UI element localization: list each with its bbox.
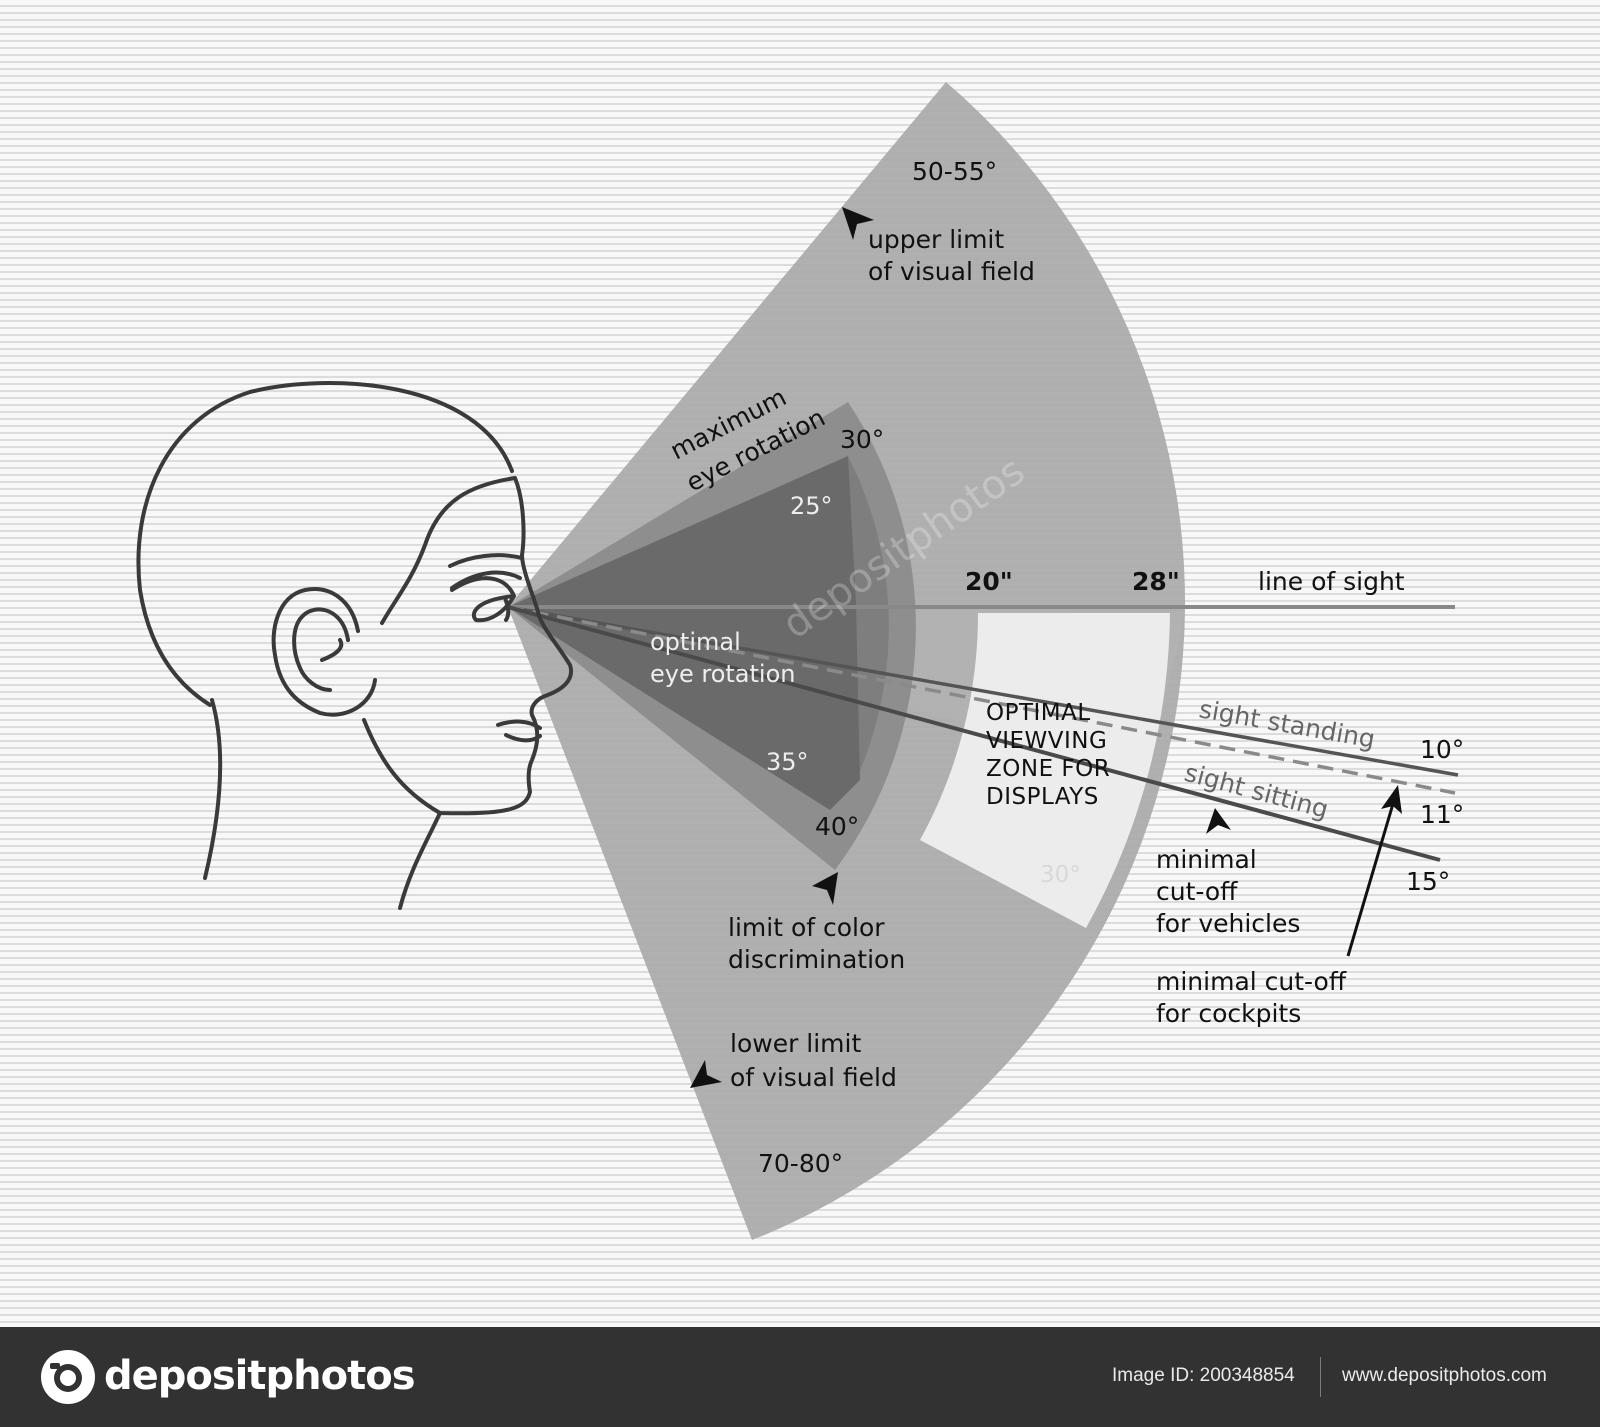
deg-11-label: 11° [1420, 800, 1464, 829]
vehicles-label-1: minimal [1156, 845, 1257, 874]
color-limit-label-2: discrimination [728, 945, 905, 974]
deg-25-label: 25° [790, 492, 833, 520]
line-of-sight-label: line of sight [1258, 567, 1405, 596]
mouth-icon [496, 719, 542, 743]
display-zone-label-4: DISPLAYS [986, 784, 1099, 810]
sight-sitting-line [507, 605, 1441, 862]
brand-name[interactable]: depositphotos [104, 1353, 416, 1399]
eye-icon [450, 570, 522, 623]
sight-standing-line [507, 605, 1459, 777]
vehicles-arrow-icon [1206, 808, 1231, 834]
display-zone-label-1: OPTIMAL [986, 700, 1091, 726]
color-limit-label-1: limit of color [728, 913, 885, 942]
eyebrow-icon [448, 553, 524, 568]
camera-logo-icon [41, 1350, 95, 1404]
cockpits-arrow-icon [1381, 785, 1402, 814]
vehicles-label-2: cut-off [1156, 877, 1238, 906]
upper-limit-label-2: of visual field [868, 257, 1035, 286]
cockpits-arrow-line [1346, 796, 1397, 957]
optimal-rotation-sector [508, 456, 860, 810]
lower-angle-label: 70-80° [758, 1149, 843, 1178]
deg-10-label: 10° [1420, 735, 1464, 764]
footer-bar: depositphotos Image ID: 200348854 www.de… [0, 1327, 1600, 1427]
lower-limit-label-1: lower limit [730, 1029, 861, 1058]
sight-sitting-label: sight sitting [1181, 758, 1331, 824]
deg-15-label: 15° [1406, 867, 1450, 896]
site-link[interactable]: www.depositphotos.com [1342, 1365, 1547, 1386]
dist-28-label: 28" [1132, 567, 1180, 596]
deg-30-label: 30° [840, 425, 884, 454]
dist-20-label: 20" [965, 567, 1013, 596]
cockpits-label-2: for cockpits [1156, 999, 1301, 1028]
image-id: Image ID: 200348854 [1112, 1365, 1295, 1386]
head-profile-outline [136, 381, 574, 910]
deg-35-label: 35° [766, 748, 809, 776]
vehicles-label-3: for vehicles [1156, 909, 1300, 938]
lower-limit-arrow-icon [690, 1060, 722, 1088]
visual-field-diagram: depositphotos 50-55° upper limit of visu… [136, 82, 1464, 1240]
upper-limit-label-1: upper limit [868, 225, 1004, 254]
cockpits-label-1: minimal cut-off [1156, 967, 1347, 996]
optimal-rotation-label-1: optimal [650, 628, 741, 656]
upper-limit-arrow-icon [842, 207, 874, 240]
display-zone-label-2: VIEWVING [986, 728, 1107, 754]
ear-icon [271, 587, 377, 717]
zone-30-label: 30° [1040, 862, 1081, 888]
cockpit-cutoff-line [507, 605, 1456, 795]
deg-40-label: 40° [815, 812, 859, 841]
lower-limit-label-2: of visual field [730, 1063, 897, 1092]
footer-divider [1320, 1357, 1321, 1397]
upper-angle-label: 50-55° [912, 157, 997, 186]
color-limit-arrow-icon [812, 872, 838, 905]
display-zone-label-3: ZONE FOR [986, 756, 1110, 782]
optimal-rotation-label-2: eye rotation [650, 660, 795, 688]
